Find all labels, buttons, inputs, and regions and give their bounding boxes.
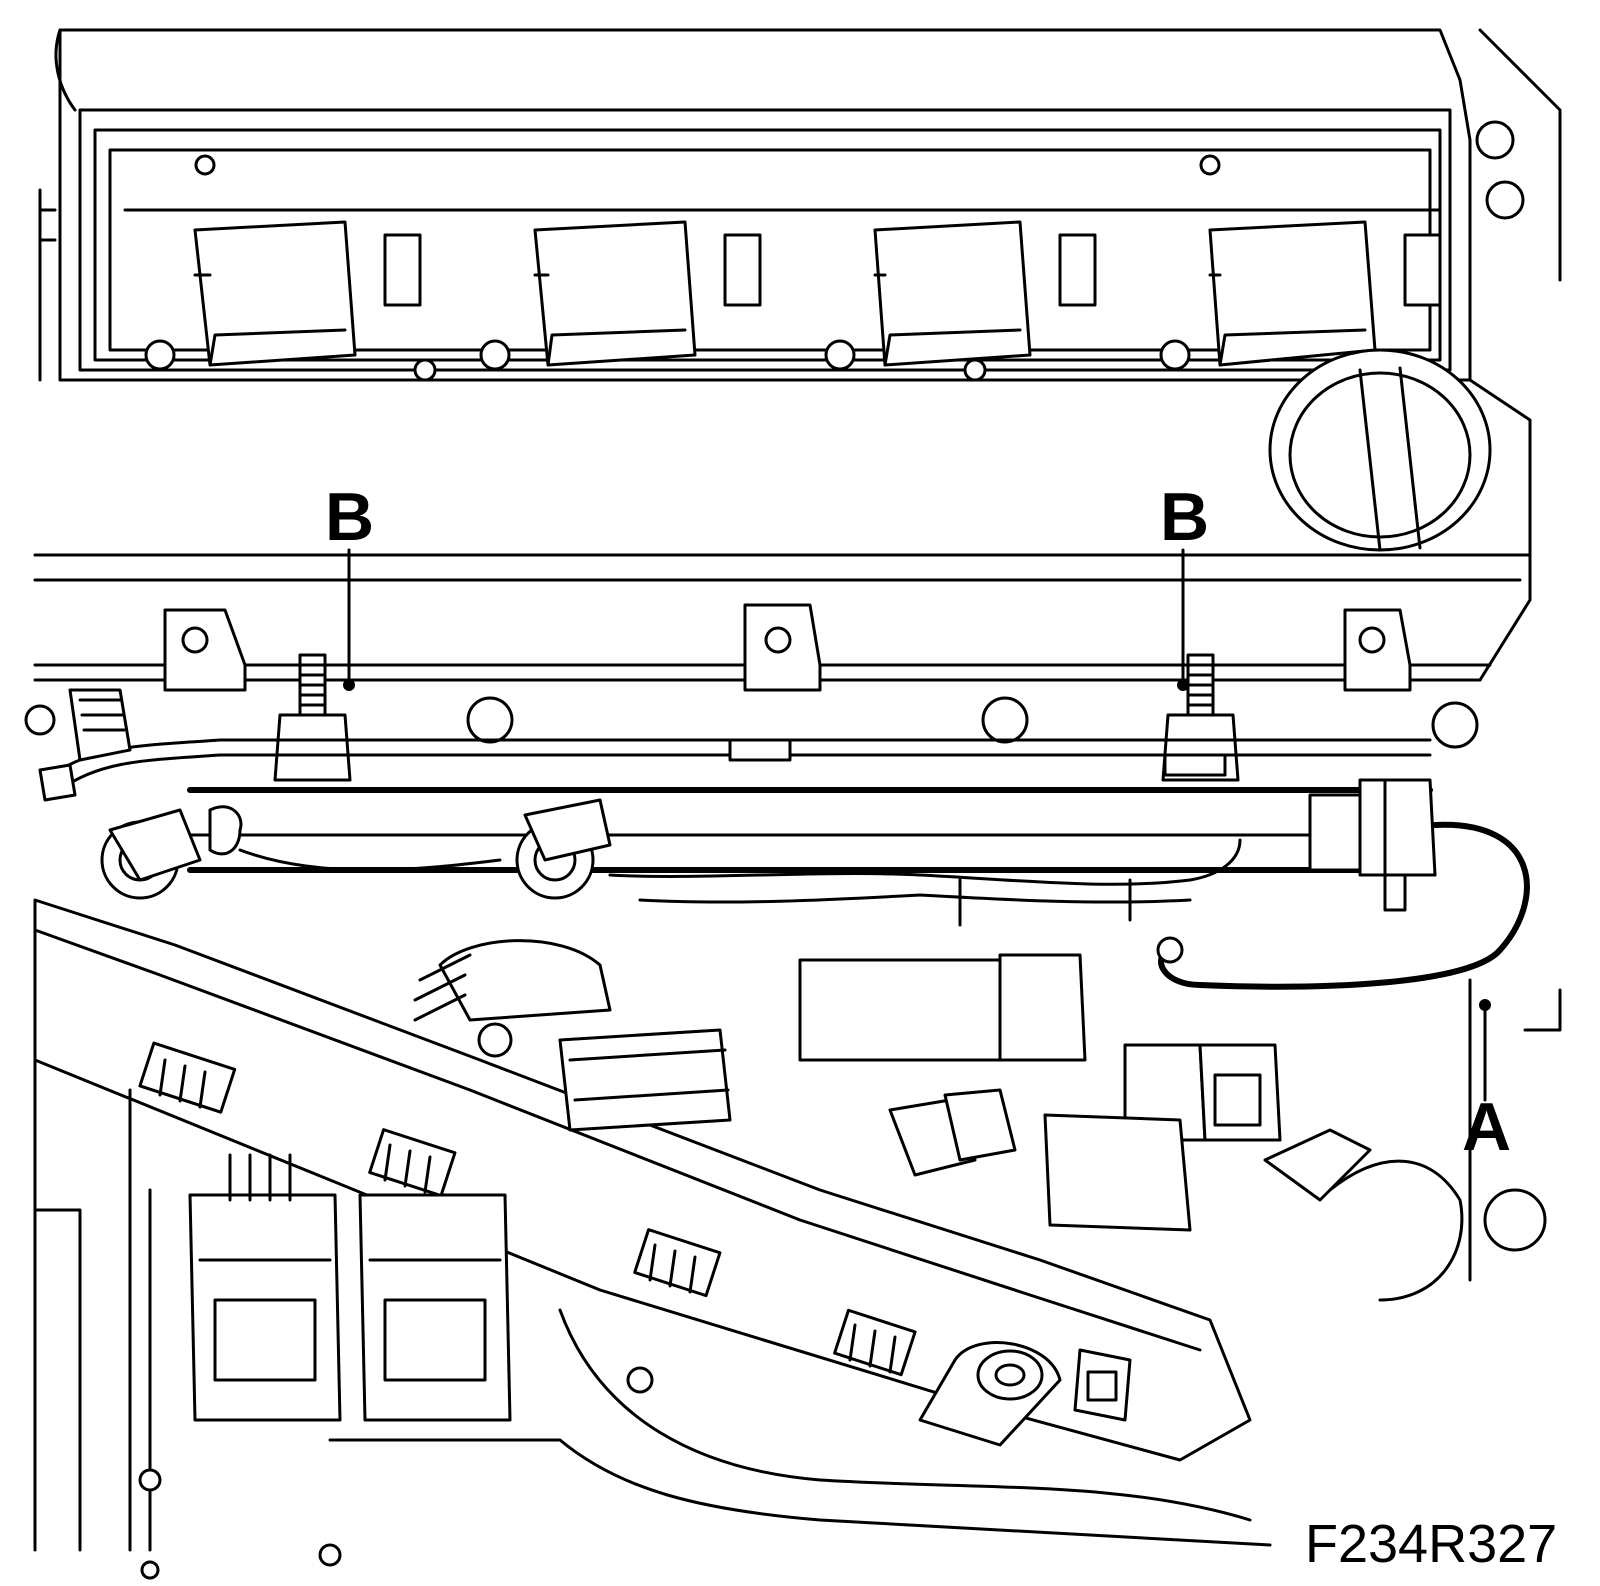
fuel-rail xyxy=(187,778,1437,912)
ignition-coil-1 xyxy=(193,220,422,367)
engine-block-lower xyxy=(33,978,1562,1580)
callout-a: A xyxy=(1462,1089,1511,1165)
callout-b-left-dot xyxy=(343,679,355,691)
throttle-body xyxy=(413,939,1282,1232)
ignition-coil-4 xyxy=(1208,220,1442,367)
callout-a-dot xyxy=(1479,999,1491,1011)
lower-wiring-bundle xyxy=(238,838,1242,927)
callout-b-left: B xyxy=(325,479,374,555)
callout-b-right-dot xyxy=(1177,679,1189,691)
callout-b-right: B xyxy=(1160,479,1209,555)
mounting-brackets xyxy=(163,603,1412,692)
oil-filler-cap xyxy=(1268,348,1492,552)
ignition-coils xyxy=(193,220,1442,367)
callout-leaders xyxy=(343,548,1491,1102)
ignition-coil-3 xyxy=(873,220,1097,367)
injector-connectors xyxy=(68,688,612,900)
wiring-harness-upper xyxy=(38,738,1432,802)
fuel-rail-bolt-left xyxy=(273,653,352,782)
harness-carrier xyxy=(33,898,1252,1462)
valve-cover xyxy=(38,28,1562,382)
fuel-line xyxy=(1156,821,1530,990)
figure-id: F234R327 xyxy=(1305,1514,1557,1574)
manifold-bolts xyxy=(24,696,1479,749)
cover-bolts xyxy=(144,120,1525,382)
ignition-coil-2 xyxy=(533,220,762,367)
lower-connectors xyxy=(188,1153,512,1422)
sensor-plug xyxy=(918,1341,1062,1447)
